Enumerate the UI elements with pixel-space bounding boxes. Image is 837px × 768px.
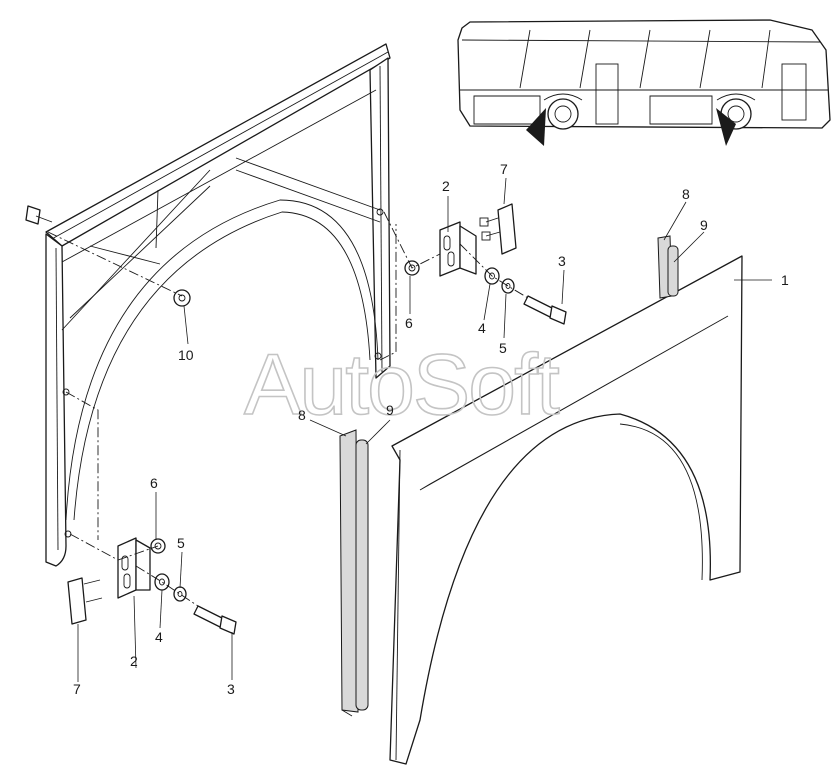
callout-2-lower: 2 [130, 653, 138, 669]
callout-labels: 1 2 2 3 3 4 4 5 5 6 6 7 7 8 8 9 9 10 [73, 161, 789, 697]
callout-9-right: 9 [700, 217, 708, 233]
callout-7-lower: 7 [73, 681, 81, 697]
seal-strip-right [657, 235, 679, 299]
callout-1: 1 [781, 272, 789, 288]
callout-2-upper: 2 [442, 178, 450, 194]
callout-8-center: 8 [298, 407, 306, 423]
callout-4-lower: 4 [155, 629, 163, 645]
bolt-lower [193, 605, 237, 635]
wheel-arch-panel [389, 255, 743, 765]
lock-washer-lower [173, 586, 187, 602]
leader-lines [77, 177, 772, 682]
callout-4-upper: 4 [478, 320, 486, 336]
washer-lower [154, 573, 170, 591]
callout-5-upper: 5 [499, 340, 507, 356]
bracket-lower [117, 537, 151, 599]
watermark-text: AutoSoft [244, 337, 560, 433]
callout-3-upper: 3 [558, 253, 566, 269]
bolt-plate-lower [67, 577, 103, 625]
callout-10: 10 [178, 347, 194, 363]
callout-5-lower: 5 [177, 535, 185, 551]
bolt-plate-upper [479, 203, 517, 255]
seal-strip-center [339, 429, 369, 717]
wheel-arch-frame [45, 43, 391, 567]
screw-top-left [25, 205, 53, 225]
callout-6-upper: 6 [405, 315, 413, 331]
bracket-upper [439, 221, 477, 277]
bolt-upper [523, 295, 567, 325]
alignment-lines [47, 211, 529, 607]
lock-washer-upper [501, 278, 515, 294]
bus-locator-inset [457, 19, 831, 146]
callout-6-lower: 6 [150, 475, 158, 491]
callout-3-lower: 3 [227, 681, 235, 697]
callout-7-upper: 7 [500, 161, 508, 177]
nut-10 [173, 289, 191, 307]
callout-9-center: 9 [386, 402, 394, 418]
callout-8-right: 8 [682, 186, 690, 202]
